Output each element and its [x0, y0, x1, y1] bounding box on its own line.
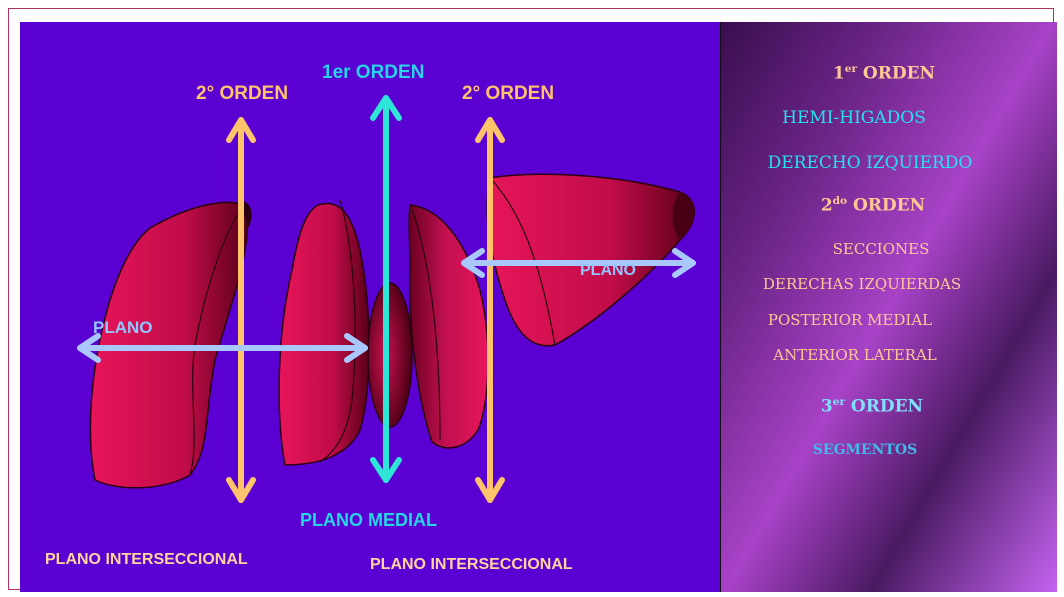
label-first-order: 1er ORDEN — [322, 62, 424, 84]
label-plano-right: PLANO — [580, 262, 636, 280]
text-anterior-lateral: ANTERIOR LATERAL — [773, 346, 937, 364]
label-plano-left: PLANO — [93, 318, 153, 338]
heading-first-order: 1er ORDEN — [833, 63, 935, 84]
text-segmentos: SEGMENTOS — [813, 442, 917, 458]
label-second-order-left: 2° ORDEN — [196, 83, 288, 105]
liver-lobe-right-posterior — [90, 200, 251, 488]
heading-third-order: 3er ORDEN — [821, 396, 923, 417]
text-derechas-izquierdas: DERECHAS IZQUIERDAS — [763, 275, 961, 293]
liver-lobe-left-medial — [409, 205, 488, 448]
label-plano-interseccional-right: PLANO INTERSECCIONAL — [370, 556, 573, 574]
liver-lobe-right-anterior — [279, 200, 369, 465]
text-hemi-higados: HEMI-HIGADOS — [782, 108, 926, 128]
text-secciones: SECCIONES — [833, 240, 930, 258]
liver-caudate-lobe — [368, 283, 412, 427]
label-plano-interseccional-left: PLANO INTERSECCIONAL — [45, 551, 248, 569]
label-second-order-right: 2° ORDEN — [462, 83, 554, 105]
text-posterior-medial: POSTERIOR MEDIAL — [768, 311, 932, 329]
text-derecho-izquierdo: DERECHO IZQUIERDO — [768, 153, 973, 173]
heading-second-order: 2do ORDEN — [821, 195, 925, 216]
label-plano-medial: PLANO MEDIAL — [300, 510, 437, 531]
arrow-second-order-left — [229, 120, 253, 500]
